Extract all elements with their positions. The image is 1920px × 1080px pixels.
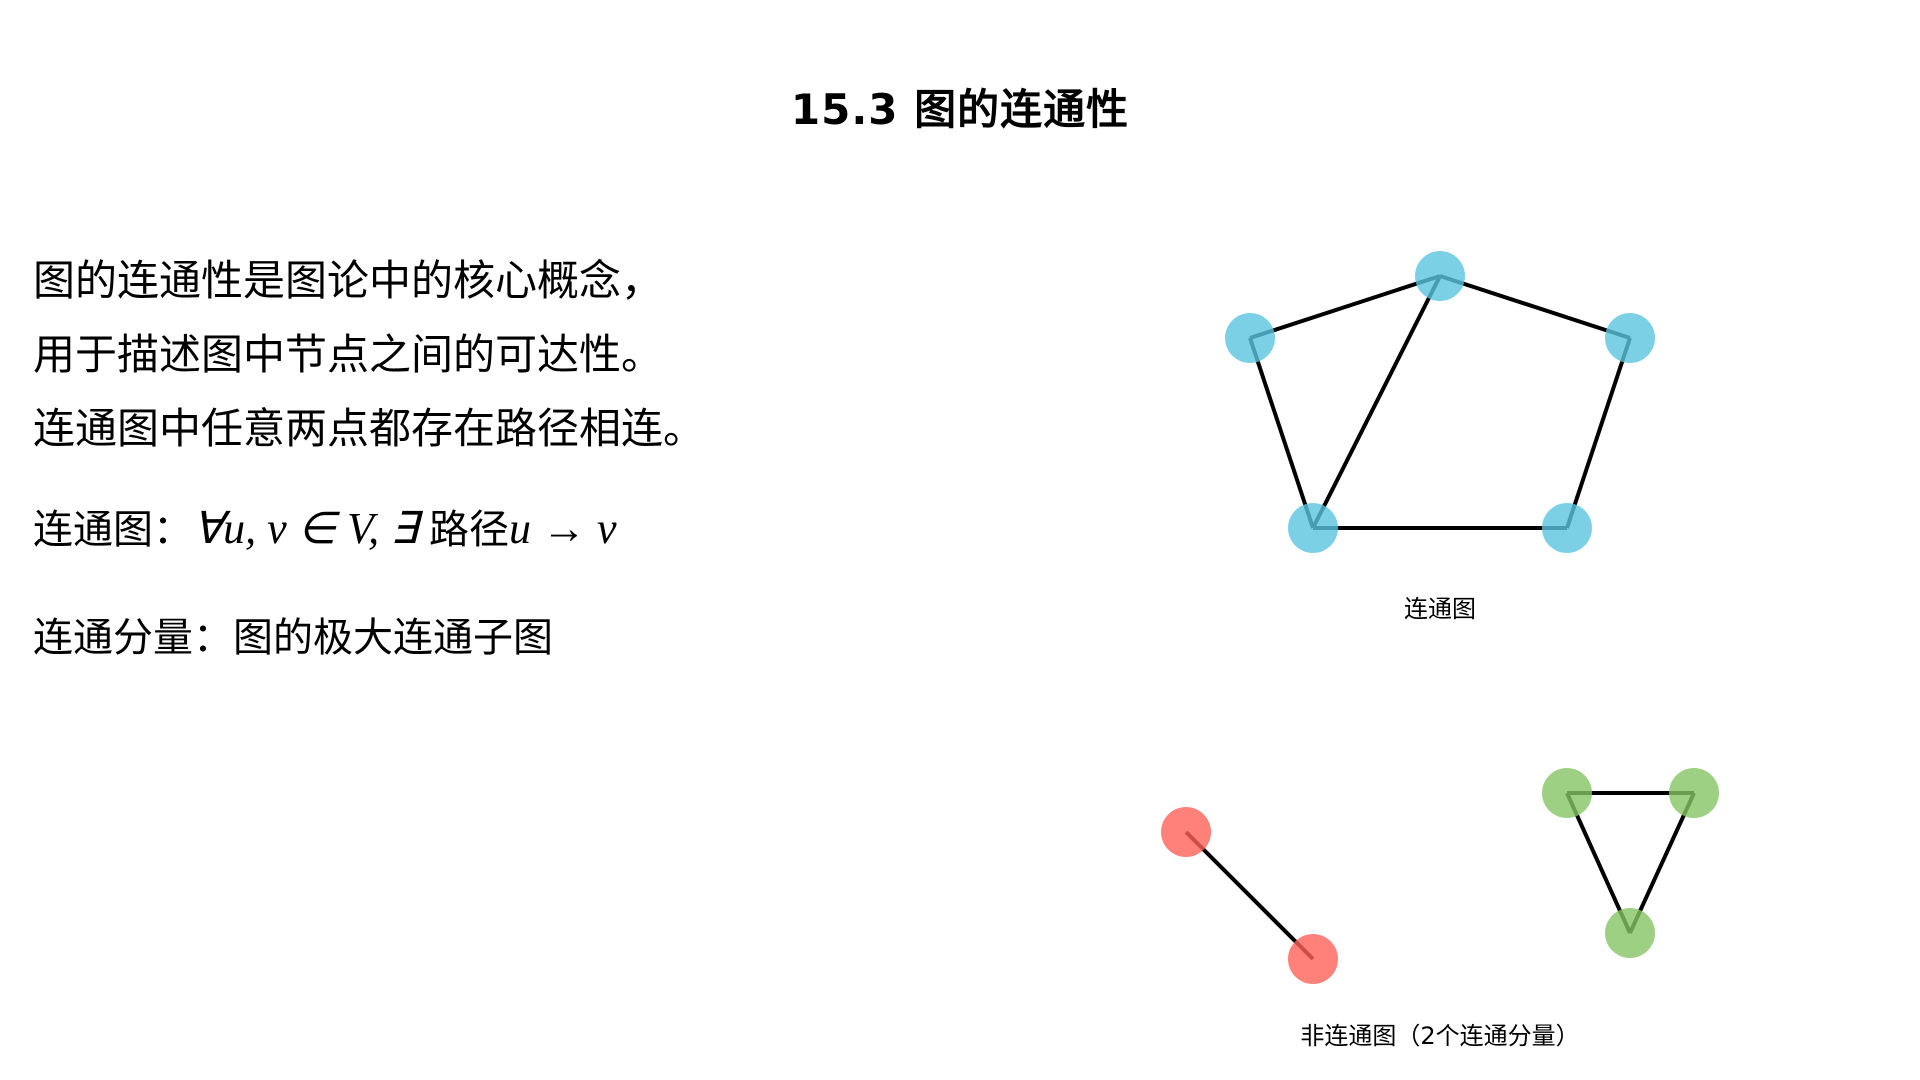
definition-label: 连通图： [33,507,193,553]
connected-edge-bottom-left-top [1311,275,1442,529]
connected-node-left [1225,313,1275,363]
math-quantifier: ∀u, v ∈ V, ∃ [193,504,429,553]
connected-edge-bottom-left-left [1248,337,1315,529]
connected-node-bottom-right [1542,503,1592,553]
connected-node-bottom-left [1288,503,1338,553]
disconnected-graph: 非连通图（2个连通分量） [1161,768,1719,1050]
page-title: 15.3 图的连通性 [790,85,1130,134]
definition-label: 连通分量： [33,615,233,661]
component-2-edge-g3-g1 [1565,792,1632,934]
connected-graph-nodes [1225,251,1655,553]
connected-graph: 连通图 [1225,251,1655,623]
component-2-node-g2 [1669,768,1719,818]
connected-node-right [1605,313,1655,363]
path-word: 路径 [428,507,509,553]
component-2-node-g1 [1542,768,1592,818]
component-2-node-g3 [1605,908,1655,958]
intro-line-2: 用于描述图中节点之间的可达性。 [33,330,664,379]
connected-component-definition: 连通分量：图的极大连通子图 [33,613,553,663]
component-1-edge-r1-r2 [1184,830,1315,961]
connected-graph-definition: 连通图：∀u, v ∈ V, ∃ 路径u → v [33,504,617,555]
intro-line-1: 图的连通性是图论中的核心概念， [33,256,664,305]
math-path: u → v [508,504,617,553]
disconnected-graph-caption: 非连通图（2个连通分量） [1300,1022,1579,1050]
connected-edge-left-top [1249,274,1441,340]
intro-line-3: 连通图中任意两点都存在路径相连。 [33,404,706,453]
component-2-edge-g2-g3 [1628,792,1696,934]
disconnected-graph-nodes [1161,768,1719,984]
component-1-node-r2 [1288,934,1338,984]
connected-edge-top-right [1439,274,1631,340]
intro-paragraph: 图的连通性是图论中的核心概念， 用于描述图中节点之间的可达性。 连通图中任意两点… [33,244,705,466]
connected-graph-caption: 连通图 [1404,595,1476,623]
component-1-node-r1 [1161,807,1211,857]
definition-text: 图的极大连通子图 [233,615,553,661]
connected-node-top [1415,251,1465,301]
connected-graph-edges [1248,274,1632,530]
connected-edge-right-bottom-right [1565,337,1632,529]
